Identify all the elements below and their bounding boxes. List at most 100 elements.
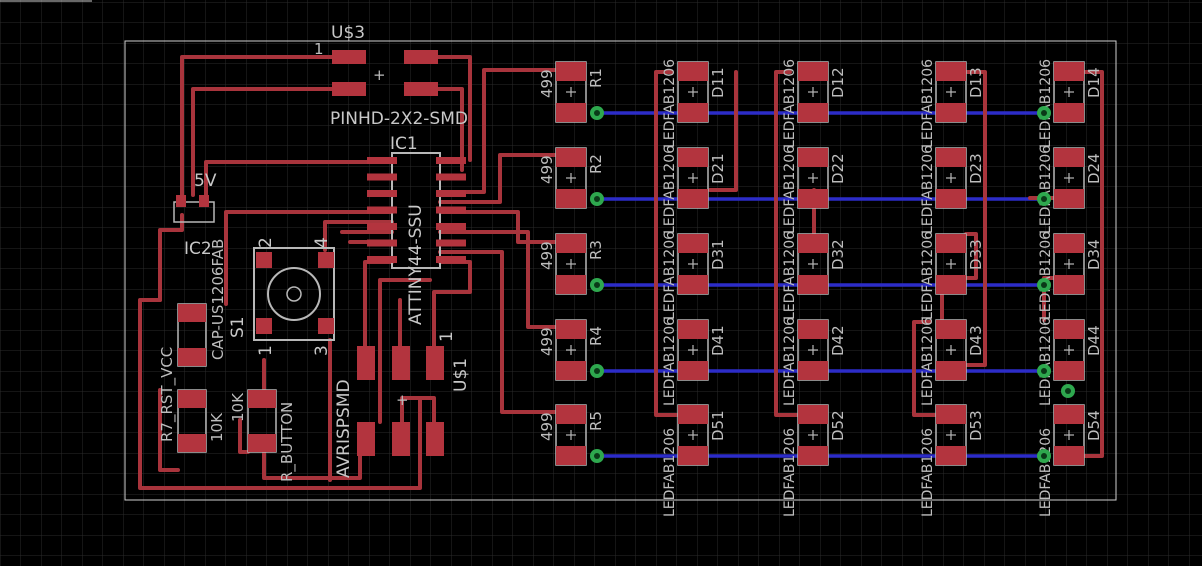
resistor-name: R5: [587, 411, 605, 431]
rbtn-pad: [248, 434, 276, 452]
board-outline: [124, 40, 1117, 501]
cap-pad: [176, 195, 186, 207]
part-pad: [678, 320, 708, 339]
via-drill: [594, 368, 600, 374]
copper-trace: [138, 298, 422, 490]
switch-s1[interactable]: 2 4 1 3 S1: [228, 237, 335, 356]
led[interactable]: [935, 147, 967, 209]
resistor-name: R2: [587, 154, 605, 174]
header-u3[interactable]: + U$3 1 PINHD-2X2-SMD: [314, 23, 468, 129]
resistor-r7[interactable]: R7_RST_VCC 10K: [158, 347, 226, 453]
part-pad: [798, 103, 828, 122]
led[interactable]: [677, 61, 709, 123]
via-drill: [1041, 196, 1047, 202]
resistor-value: 499: [538, 69, 556, 98]
led-value: LEDFAB1206: [662, 145, 678, 234]
led[interactable]: [797, 233, 829, 295]
led-name: D24: [1085, 153, 1103, 184]
resistor-value: 499: [538, 241, 556, 270]
switch-pin2: 2: [256, 237, 276, 248]
part-pad: [678, 446, 708, 465]
led[interactable]: [1053, 319, 1085, 381]
resistor-r-button[interactable]: 10K R_BUTTON: [229, 389, 297, 482]
led[interactable]: [797, 404, 829, 466]
led[interactable]: [797, 319, 829, 381]
r7-value: 10K: [208, 412, 226, 442]
resistor[interactable]: [555, 404, 587, 466]
vias: [590, 106, 1075, 463]
led[interactable]: [797, 147, 829, 209]
part-pad: [556, 446, 586, 465]
led[interactable]: [677, 404, 709, 466]
led[interactable]: [677, 147, 709, 209]
avr-isp-u1[interactable]: + U$1 1 AVRISPSMD: [334, 331, 471, 478]
led[interactable]: [797, 61, 829, 123]
part-pad: [1054, 320, 1084, 339]
led[interactable]: [1053, 61, 1085, 123]
r7-pad: [178, 434, 206, 452]
led-value: LEDFAB1206: [662, 59, 678, 148]
mcu-name: IC1: [390, 134, 418, 154]
mcu-pin-right: [436, 223, 466, 230]
resistor[interactable]: [555, 233, 587, 295]
via-drill: [1041, 110, 1047, 116]
copper-trace: [708, 70, 738, 192]
led-name: D54: [1085, 410, 1103, 441]
led-value: LEDFAB1206: [920, 59, 936, 148]
part-pad: [1054, 189, 1084, 208]
rbtn-pad: [248, 390, 276, 408]
part-pad: [798, 405, 828, 424]
led[interactable]: [1053, 233, 1085, 295]
isp-origin-mark: +: [396, 391, 409, 409]
part-pad: [1054, 62, 1084, 81]
capacitor-ic2[interactable]: 5V IC2 CAP-US1206FAB: [173, 171, 227, 360]
cap-value: CAP-US1206FAB: [209, 239, 227, 360]
led[interactable]: [935, 404, 967, 466]
header-pad: [332, 82, 366, 96]
led[interactable]: [935, 233, 967, 295]
switch-name: S1: [228, 316, 248, 338]
part-pad: [1054, 103, 1084, 122]
via-drill: [594, 196, 600, 202]
isp-pad: [426, 346, 444, 380]
part-pad: [1054, 275, 1084, 294]
cap-pad: [199, 195, 209, 207]
led[interactable]: [935, 61, 967, 123]
led[interactable]: [677, 319, 709, 381]
via-drill: [594, 453, 600, 459]
led[interactable]: [1053, 404, 1085, 466]
resistor-name: R4: [587, 326, 605, 346]
mcu-pin-right: [436, 157, 466, 164]
led-name: D31: [709, 239, 727, 270]
copper-trace: [436, 55, 472, 162]
mcu-ic1[interactable]: IC1 ATTINY44-SSU: [367, 134, 466, 325]
part-pad: [936, 446, 966, 465]
part-pad: [936, 148, 966, 167]
via-drill: [1041, 453, 1047, 459]
part-pad: [556, 320, 586, 339]
part-pad: [1054, 361, 1084, 380]
copper-trace: [654, 70, 680, 417]
resistor[interactable]: [555, 61, 587, 123]
copper-trace: [180, 55, 334, 197]
led[interactable]: [935, 319, 967, 381]
resistor-name: R3: [587, 240, 605, 260]
resistor-name: R1: [587, 68, 605, 88]
led-name: D52: [829, 410, 847, 441]
header-pad: [404, 50, 438, 64]
led[interactable]: [677, 233, 709, 295]
via-drill: [594, 110, 600, 116]
led-value: LEDFAB1206: [782, 231, 798, 320]
copper-trace: [1082, 70, 1104, 458]
resistor[interactable]: [555, 319, 587, 381]
led-value: LEDFAB1206: [782, 59, 798, 148]
part-pad: [798, 446, 828, 465]
led[interactable]: [1053, 147, 1085, 209]
resistor[interactable]: [555, 147, 587, 209]
copper-trace: [158, 388, 180, 472]
via-drill: [1041, 368, 1047, 374]
part-pad: [1054, 148, 1084, 167]
led-value: LEDFAB1206: [782, 145, 798, 234]
part-pad: [1054, 405, 1084, 424]
